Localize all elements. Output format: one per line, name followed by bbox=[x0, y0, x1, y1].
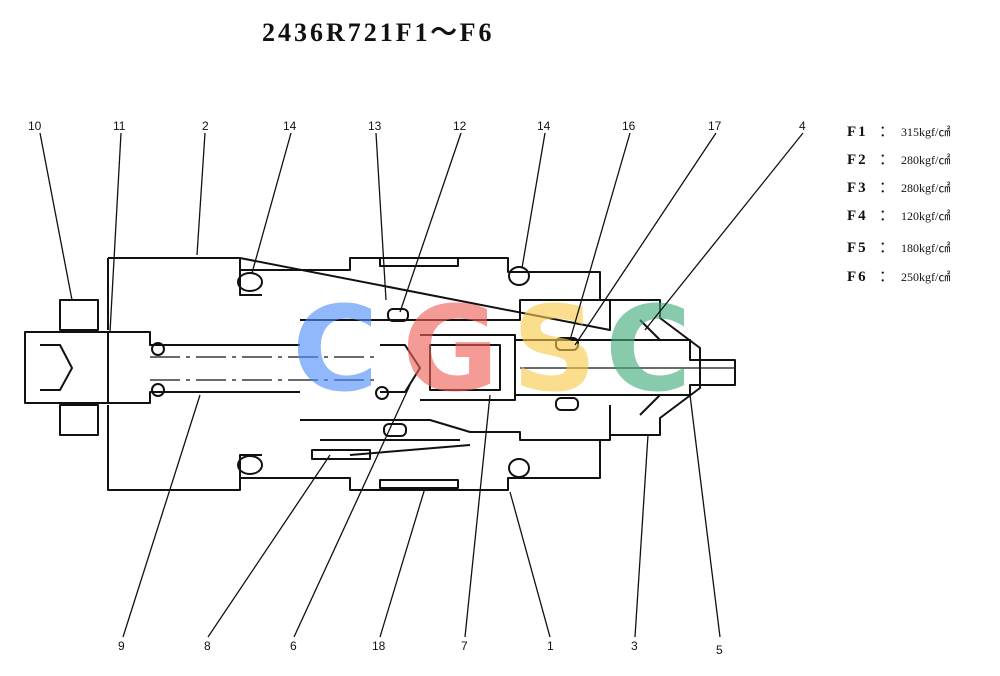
spec-value: 120kgf/㎠ bbox=[901, 209, 951, 223]
spec-value: 180kgf/㎠ bbox=[901, 241, 951, 255]
callout-6: 6 bbox=[290, 639, 297, 653]
callout-10: 10 bbox=[28, 119, 42, 133]
spring-rod bbox=[108, 331, 389, 404]
watermark-letter-c2: C bbox=[605, 280, 692, 418]
spec-row-f6: F6 ： 250kgf/㎠ bbox=[847, 265, 997, 286]
adjuster-nut bbox=[24, 299, 109, 436]
callout-1: 1 bbox=[547, 639, 554, 653]
callout-17: 17 bbox=[708, 119, 722, 133]
callout-9: 9 bbox=[118, 639, 125, 653]
callout-12: 12 bbox=[453, 119, 467, 133]
spec-code: F1 bbox=[847, 124, 868, 140]
watermark-letter-c1: C bbox=[292, 280, 379, 418]
watermark-letter-g: G bbox=[402, 280, 499, 418]
spec-code: F3 bbox=[847, 180, 868, 196]
callout-4: 4 bbox=[799, 119, 806, 133]
watermark: C G S C bbox=[292, 280, 692, 418]
spec-value: 280kgf/㎠ bbox=[901, 153, 951, 167]
spec-code: F2 bbox=[847, 152, 868, 168]
callout-8: 8 bbox=[204, 639, 211, 653]
spec-row-f2: F2 ： 280kgf/㎠ bbox=[847, 148, 997, 169]
spec-colon: ： bbox=[879, 240, 895, 256]
callout-11: 11 bbox=[113, 119, 126, 133]
spec-colon: ： bbox=[879, 152, 895, 168]
callout-14-left: 14 bbox=[283, 119, 297, 133]
callout-numbers: 10 11 2 14 13 12 14 16 17 4 9 8 6 18 7 1… bbox=[28, 119, 806, 657]
spec-value: 315kgf/㎠ bbox=[901, 125, 951, 139]
spec-row-f3: F3 ： 280kgf/㎠ bbox=[847, 176, 997, 197]
callout-13: 13 bbox=[368, 119, 382, 133]
spec-row-f1: F1 ： 315kgf/㎠ bbox=[847, 120, 997, 141]
spec-row-f4: F4 ： 120kgf/㎠ bbox=[847, 204, 997, 225]
spec-colon: ： bbox=[879, 124, 895, 140]
callout-14-right: 14 bbox=[537, 119, 551, 133]
spec-colon: ： bbox=[879, 180, 895, 196]
callout-7: 7 bbox=[461, 639, 468, 653]
leader-lines bbox=[39, 132, 804, 638]
spec-row-f5: F5 ： 180kgf/㎠ bbox=[847, 236, 997, 257]
spec-code: F6 bbox=[847, 269, 868, 285]
right-cap bbox=[610, 299, 701, 436]
callout-3: 3 bbox=[631, 639, 638, 653]
callout-16: 16 bbox=[622, 119, 636, 133]
o-rings bbox=[237, 266, 579, 478]
spec-value: 280kgf/㎠ bbox=[901, 181, 951, 195]
watermark-letter-s: S bbox=[512, 280, 597, 418]
callout-18: 18 bbox=[372, 639, 386, 653]
spec-value: 250kgf/㎠ bbox=[901, 270, 951, 284]
spec-code: F5 bbox=[847, 240, 868, 256]
spec-colon: ： bbox=[879, 208, 895, 224]
spec-code: F4 bbox=[847, 208, 868, 224]
callout-2: 2 bbox=[202, 119, 209, 133]
spec-colon: ： bbox=[879, 269, 895, 285]
diagram-title: 2436R721F1～F6 bbox=[262, 18, 495, 47]
callout-5: 5 bbox=[716, 643, 723, 657]
